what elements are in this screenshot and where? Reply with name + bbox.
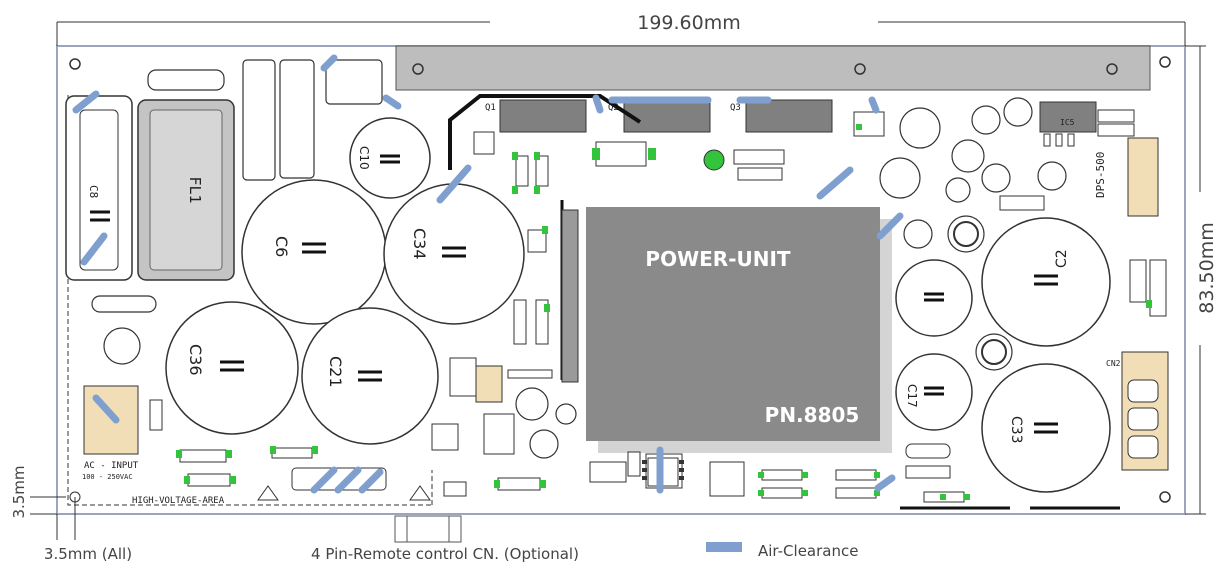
capacitor-c2 [981,217,1111,347]
transistor-q3 [745,99,833,133]
regulator-ic [1039,101,1097,133]
capacitor-c9 [895,259,973,337]
capacitor-c10 [349,117,431,199]
capacitor-c21 [301,307,439,445]
capacitor-c33 [981,363,1111,493]
power-unit-part-number: PN.8805 [765,403,860,427]
air-clearance-label: Air-Clearance [758,542,858,560]
svg-text:Q3: Q3 [730,103,741,113]
power-unit-title: POWER-UNIT [645,247,791,271]
svg-text:Q2: Q2 [608,103,619,113]
capacitor-c34 [383,183,525,325]
svg-text:FL1: FL1 [186,176,204,203]
svg-text:C6: C6 [272,236,291,257]
svg-text:C34: C34 [410,228,429,260]
power-unit-module [586,207,880,441]
transistor-q1 [499,99,587,133]
capacitor-c8 [65,95,133,281]
svg-text:C33: C33 [1008,416,1024,444]
svg-text:AC - INPUT: AC - INPUT [84,461,139,471]
air-clearance-markings [72,54,904,494]
svg-text:Q1: Q1 [485,103,496,113]
corner-offset [30,491,81,540]
remote-connector [394,515,462,543]
dimension-width [56,21,1186,46]
width-dimension-label: 199.60mm [637,12,741,34]
svg-text:C36: C36 [186,344,205,376]
capacitor-c36 [165,301,299,435]
ac-input-connector [83,385,139,455]
svg-text:C10: C10 [357,146,371,170]
all-offset-label: 3.5mm (All) [44,545,132,563]
svg-text:CN2: CN2 [1106,359,1121,368]
air-clearance-swatch [706,542,742,552]
svg-text:DPS-500: DPS-500 [1094,152,1107,198]
svg-text:C17: C17 [905,384,919,408]
height-dimension-label: 83.50mm [1196,222,1218,313]
svg-text:100 - 250VAC: 100 - 250VAC [82,473,133,481]
svg-text:C8: C8 [87,185,100,198]
svg-text:C2: C2 [1054,249,1070,268]
high-voltage-label: HIGH-VOLTAGE-AREA [132,496,225,506]
svg-text:IC5: IC5 [1060,118,1075,127]
remote-connector-label: 4 Pin-Remote control CN. (Optional) [311,545,579,563]
transistor-q2 [623,99,711,133]
svg-text:C21: C21 [326,356,345,388]
dimension-height [1185,45,1206,515]
vertical-offset-label: 3.5mm [10,465,28,518]
capacitor-c17 [895,353,973,431]
heatsink [395,45,1151,91]
